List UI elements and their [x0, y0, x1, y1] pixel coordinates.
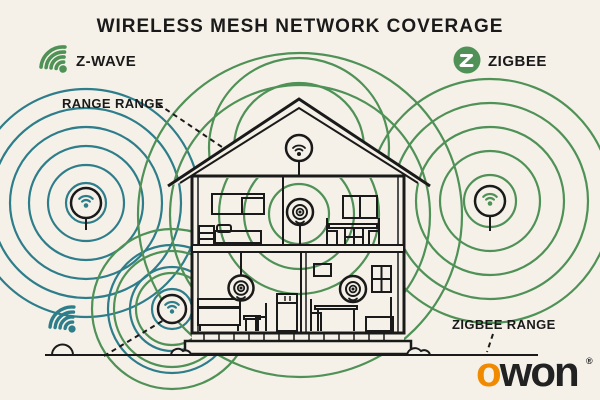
living-room-node-icon	[227, 253, 255, 302]
owon-logo-rest: won	[499, 348, 580, 395]
outdoor-right-node-icon	[473, 184, 507, 231]
furniture	[197, 193, 394, 332]
page-title: WIRELESS MESH NETWORK COVERAGE	[96, 16, 504, 37]
zwave-legend-label: Z-WAVE	[76, 53, 137, 70]
registered-trademark-mark: ®	[586, 356, 593, 366]
range-range-pointer-line	[157, 103, 223, 148]
zigbee-legend-icon	[453, 46, 481, 74]
zwave-legend-icon	[39, 45, 67, 73]
range-range-annotation: RANGE RANGE	[62, 96, 164, 111]
zigbee-range-pointer-line	[486, 333, 494, 353]
annotation-pointers	[103, 103, 494, 357]
owon-logo: owon	[476, 348, 580, 395]
wall-node-pointer-line	[103, 319, 165, 357]
attic-hub-node-icon	[284, 133, 314, 176]
bush-house-right	[405, 347, 432, 356]
zigbee-range-annotation: ZIGBEE RANGE	[452, 317, 556, 332]
outdoor-left-node-icon	[69, 186, 103, 230]
house-structure	[167, 97, 431, 356]
wall-node-icon	[156, 293, 188, 325]
upper-floor-node-icon	[285, 197, 315, 245]
zigbee-legend-label: ZIGBEE	[488, 53, 547, 70]
ground	[45, 343, 538, 356]
study-node-icon	[338, 274, 368, 304]
owon-logo-first-letter: o	[476, 348, 502, 395]
bush-house-left	[169, 347, 193, 356]
wifi-signal-icon-bottom-left	[48, 305, 76, 333]
bush-far-left	[50, 343, 75, 356]
device-nodes	[69, 133, 507, 325]
